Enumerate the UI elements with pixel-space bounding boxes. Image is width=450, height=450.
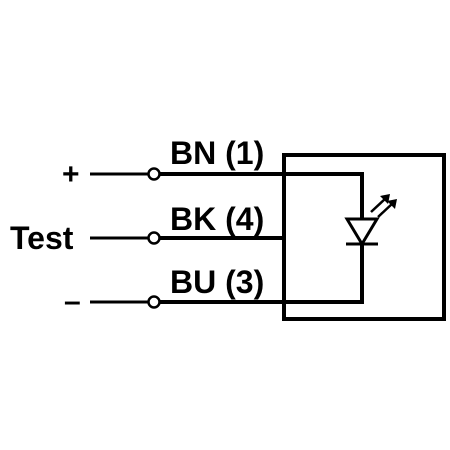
terminal-circle-icon [147,231,161,245]
device-housing [282,153,446,321]
plus-sign-label: + [62,158,80,191]
light-emitting-diode-icon [344,194,397,247]
terminal-circle-icon [147,167,161,181]
terminal-circle-icon [147,295,161,309]
minus-sign-label: – [64,285,81,318]
wire-label-bn: BN (1) [170,135,264,171]
wire-label-bk: BK (4) [170,201,264,237]
test-label: Test [10,220,74,256]
wire-label-bu: BU (3) [170,264,264,300]
